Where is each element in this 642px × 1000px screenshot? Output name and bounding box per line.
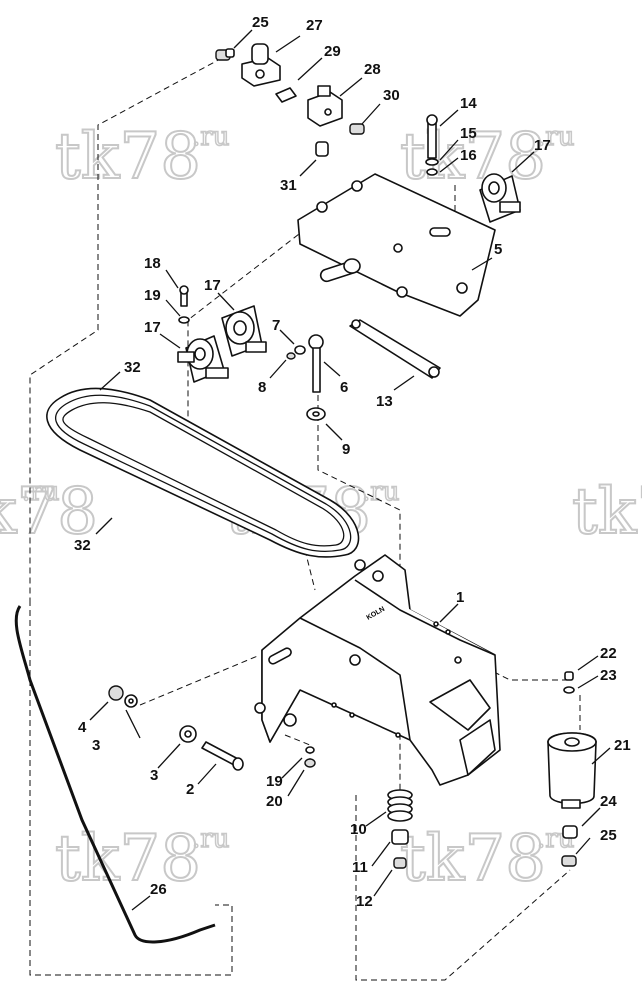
- watermark-suffix: .ru: [537, 122, 574, 152]
- callout-29: 29: [324, 43, 341, 60]
- fitting-25-bottom: [561, 855, 577, 867]
- callout-numbers: 25 27 29 28 30 31 14 15 16 17 5 18 17 19…: [74, 14, 631, 910]
- filter-21: [547, 732, 597, 809]
- callout-3-lower: 3: [150, 767, 158, 784]
- callout-19-upper: 19: [144, 287, 161, 304]
- watermark-text: tk78: [55, 822, 201, 896]
- pillow-block-17-right: [479, 173, 521, 223]
- callout-28: 28: [364, 61, 381, 78]
- callout-17-upper: 17: [204, 277, 221, 294]
- callout-18: 18: [144, 255, 161, 272]
- bolt-14: [425, 114, 439, 176]
- belt-32: [46, 387, 360, 558]
- callout-30: 30: [383, 87, 400, 104]
- callout-32-bottom: 32: [74, 537, 91, 554]
- callout-20: 20: [266, 793, 283, 810]
- washer-3-lower: [179, 725, 197, 743]
- watermark-suffix: .ru: [192, 824, 229, 854]
- washer-3-upper: [124, 694, 138, 708]
- bolt-18: [178, 285, 190, 324]
- callout-23: 23: [600, 667, 617, 684]
- watermark-suffix: .ru: [362, 477, 399, 507]
- eye-bolt-6: [308, 334, 324, 393]
- watermark-suffix: .ru: [22, 477, 59, 507]
- block-28: [307, 85, 343, 127]
- cable-26: [14, 605, 216, 944]
- callout-25-bottom: 25: [600, 827, 617, 844]
- callout-8: 8: [258, 379, 266, 396]
- leader-lines: [89, 29, 611, 911]
- callout-1: 1: [456, 589, 464, 606]
- callout-10: 10: [350, 821, 367, 838]
- callout-21: 21: [614, 737, 631, 754]
- callout-12: 12: [356, 893, 373, 910]
- callout-26: 26: [150, 881, 167, 898]
- callout-27: 27: [306, 17, 323, 34]
- main-frame-1: KOLN: [254, 554, 501, 786]
- tensioner-block-27: [241, 43, 281, 87]
- callout-25: 25: [252, 14, 269, 31]
- fitting-25-top: [215, 48, 235, 61]
- callout-4: 4: [78, 719, 87, 736]
- nut-4: [108, 685, 124, 701]
- cap-12: [393, 857, 407, 869]
- bolt-22: [563, 671, 575, 694]
- washer-9: [306, 407, 326, 421]
- callout-5: 5: [494, 241, 502, 258]
- watermark-text: tk78: [572, 475, 642, 549]
- bushing-11: [391, 829, 409, 845]
- callout-22: 22: [600, 645, 617, 662]
- pillow-block-17-left-a: [221, 305, 267, 357]
- bolt-2: [201, 741, 244, 771]
- callout-31: 31: [280, 177, 297, 194]
- watermark-suffix: .ru: [192, 122, 229, 152]
- watermark-text: tk78: [400, 822, 546, 896]
- mounting-plate-5: [297, 173, 496, 317]
- pillow-block-17-left-b: [177, 335, 229, 383]
- callout-17-lower: 17: [144, 319, 161, 336]
- callout-9: 9: [342, 441, 350, 458]
- spring-10: [387, 789, 413, 822]
- callout-7: 7: [272, 317, 280, 334]
- callout-16: 16: [460, 147, 477, 164]
- callout-11: 11: [352, 859, 368, 876]
- watermark-text: tk78: [55, 120, 201, 194]
- fitting-24: [562, 825, 578, 839]
- callout-14: 14: [460, 95, 477, 112]
- link-arm-13: [349, 319, 441, 379]
- clip-29: [275, 87, 297, 103]
- callout-15: 15: [460, 125, 477, 142]
- watermark-text: tk78: [0, 475, 98, 549]
- washer-7: [286, 345, 306, 360]
- watermark-text: tk78: [400, 120, 546, 194]
- callout-6: 6: [340, 379, 348, 396]
- callout-19-lower: 19: [266, 773, 283, 790]
- nut-30: [349, 123, 365, 135]
- callout-32-top: 32: [124, 359, 141, 376]
- callout-17-right: 17: [534, 137, 551, 154]
- callout-2: 2: [186, 781, 194, 798]
- pin-31: [315, 141, 329, 157]
- callout-13: 13: [376, 393, 393, 410]
- callout-24: 24: [600, 793, 617, 810]
- callout-3-upper: 3: [92, 737, 100, 754]
- washer-19-lower: [304, 746, 316, 768]
